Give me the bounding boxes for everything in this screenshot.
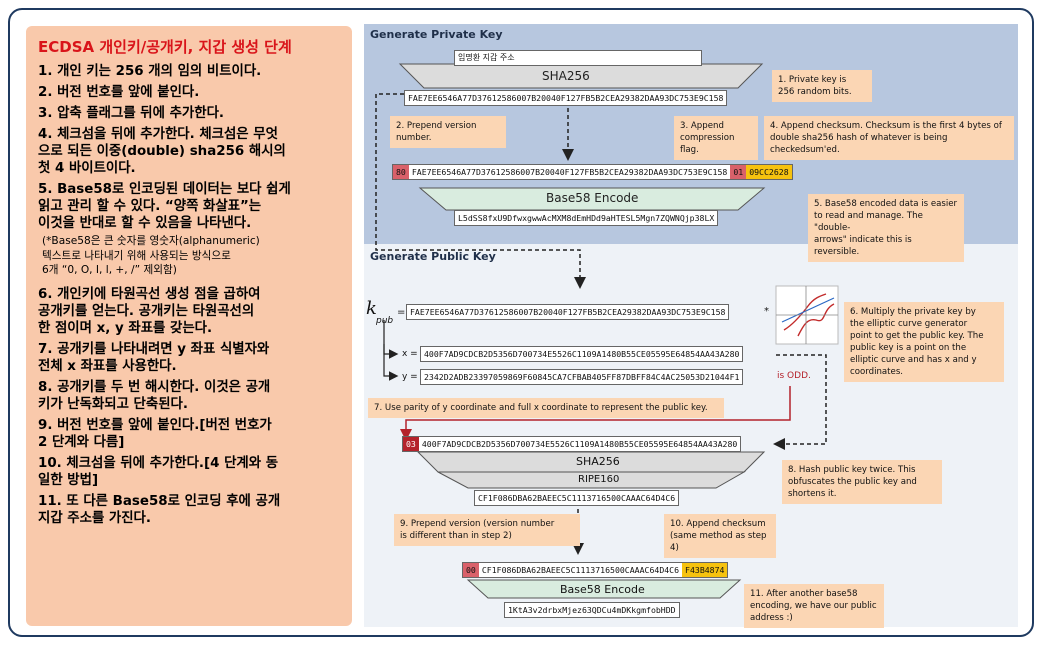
checksum: 09CC2628 bbox=[746, 164, 793, 180]
step-6: 6. 개인키에 타원곡선 생성 점을 곱하여 공개키를 얻는다. 공개키는 타원… bbox=[38, 286, 261, 336]
step-9: 9. 버전 번호를 앞에 붙인다.[버전 번호가 2 단계와 다름] bbox=[38, 417, 272, 450]
ripe160-funnel bbox=[437, 471, 746, 489]
ripe160-label: RIPE160 bbox=[578, 474, 620, 485]
elliptic-curve-icon bbox=[783, 293, 835, 337]
annotation-11: 11. After another base58 encoding, we ha… bbox=[744, 584, 884, 628]
prefixed-hash-row: 00 CF1F086DBA62BAEEC5C1113716500CAAAC64D… bbox=[462, 562, 729, 578]
x-to-prefix-line bbox=[773, 354, 827, 450]
annotation-4: 4. Append checksum. Checksum is the firs… bbox=[764, 116, 1014, 160]
step-4: 4. 체크섬을 뒤에 추가한다. 체크섬은 무엇 으로 되든 이중(double… bbox=[38, 127, 286, 176]
annotation-7: 7. Use parity of y coordinate and full x… bbox=[368, 398, 724, 418]
private-key-hex: FAE7EE6546A77D37612586007B20040F127FB5B2… bbox=[404, 90, 728, 106]
key-generation-diagram: Generate Private Key 임명환 지갑 주소 SHA256 FA… bbox=[364, 24, 1018, 628]
parity-arrow bbox=[400, 386, 791, 441]
compression-flag: 01 bbox=[730, 164, 747, 180]
panel-title: ECDSA 개인키/공개키, 지갑 생성 단계 bbox=[38, 38, 292, 56]
annotation-9: 9. Prepend version (version number is di… bbox=[394, 514, 580, 546]
compressed-x: 400F7AD9CDCB2D5356D700734E5526C1109A1480… bbox=[418, 436, 742, 452]
annotation-5: 5. Base58 encoded data is easier to read… bbox=[808, 194, 964, 262]
base58-note: (*Base58은 큰 숫자를 영숫자(alphanumeric) 텍스트로 나… bbox=[42, 235, 260, 276]
diagram-shapes bbox=[375, 63, 839, 599]
annotation-2: 2. Prepend version number. bbox=[390, 116, 506, 148]
step-11: 11. 또 다른 Base58로 인코딩 후에 공개 지갑 주소를 가진다. bbox=[38, 493, 281, 526]
step-8: 8. 공개키를 두 번 해시한다. 이것은 공개 키가 난독화되고 단축된다. bbox=[38, 379, 271, 412]
x-coordinate: 400F7AD9CDCB2D5356D700734E5526C1109A1480… bbox=[420, 346, 744, 362]
base58-funnel bbox=[418, 187, 766, 211]
annotation-8: 8. Hash public key twice. This obfuscate… bbox=[782, 460, 942, 504]
pk-to-kpub-line bbox=[375, 93, 586, 289]
compressed-pubkey-row: 03 400F7AD9CDCB2D5356D700734E5526C1109A1… bbox=[402, 436, 742, 452]
y-label: y = bbox=[402, 372, 418, 382]
x-label: x = bbox=[402, 349, 418, 359]
prefixed-private-key: FAE7EE6546A77D37612586007B20040F127FB5B2… bbox=[408, 164, 731, 180]
sha256-label: SHA256 bbox=[542, 69, 590, 83]
odd-label: is ODD. bbox=[777, 371, 811, 381]
public-address: 1KtA3v2drbxMjez63QDCu4mDKkgmfobHDD bbox=[504, 602, 680, 618]
step-5: 5. Base58로 인코딩된 데이터는 보다 쉽게 읽고 관리 할 수 있다.… bbox=[38, 182, 291, 231]
prefix-03: 03 bbox=[402, 436, 419, 452]
pub-base58-funnel bbox=[466, 579, 742, 599]
wallet-label: 임명환 지갑 주소 bbox=[454, 50, 702, 66]
annotation-3: 3. Append compression flag. bbox=[674, 116, 758, 160]
version-prefix: 80 bbox=[392, 164, 409, 180]
kpub-private-key: FAE7EE6546A77D37612586007B20040F127FB5B2… bbox=[406, 304, 730, 320]
multiply-sign: * bbox=[764, 306, 769, 317]
pub-sha256-label: SHA256 bbox=[576, 455, 620, 468]
step-3: 3. 압축 플래그를 뒤에 추가한다. bbox=[38, 106, 224, 121]
outer-frame bbox=[8, 8, 1034, 637]
hash160-output: CF1F086DBA62BAEEC5C1113716500CAAAC64D4C6 bbox=[474, 490, 680, 506]
checksum-2: F43B4874 bbox=[682, 562, 729, 578]
k-subscript: pub bbox=[376, 316, 394, 326]
y-coordinate: 2342D2ADB23397059869F60845CA7CFBAB405FF8… bbox=[420, 369, 744, 385]
tangent-line bbox=[781, 297, 835, 323]
annotation-6: 6. Multiply the private key by the ellip… bbox=[844, 302, 1004, 382]
step-10: 10. 체크섬을 뒤에 추가한다.[4 단계와 동 일한 방법] bbox=[38, 455, 279, 488]
prefixed-hash160: CF1F086DBA62BAEEC5C1113716500CAAAC64D4C6 bbox=[478, 562, 683, 578]
public-section-title: Generate Public Key bbox=[370, 250, 496, 263]
kpub-bracket-y bbox=[383, 344, 399, 381]
equals-sign: = bbox=[397, 307, 406, 318]
k-symbol: k bbox=[366, 298, 377, 319]
korean-steps-panel: ECDSA 개인키/공개키, 지갑 생성 단계 1. 개인 키는 256 개의 … bbox=[26, 26, 352, 626]
wif-output: L5dSS8fxU9DfwxgwwAcMXM8dEmHDd9aHTESL5Mgn… bbox=[454, 210, 719, 226]
annotation-10: 10. Append checksum (same method as step… bbox=[664, 514, 776, 558]
annotation-1: 1. Private key is 256 random bits. bbox=[772, 70, 872, 102]
prefix-00: 00 bbox=[462, 562, 479, 578]
step-1: 1. 개인 키는 256 개의 임의 비트이다. bbox=[38, 64, 262, 79]
pub-base58-label: Base58 Encode bbox=[560, 583, 645, 596]
base58-label: Base58 Encode bbox=[546, 191, 639, 205]
step-2: 2. 버전 번호를 앞에 붙인다. bbox=[38, 85, 200, 100]
step-7: 7. 공개키를 나타내려면 y 좌표 식별자와 전체 x 좌표를 사용한다. bbox=[38, 341, 270, 374]
private-section-title: Generate Private Key bbox=[370, 28, 503, 41]
prefixed-key-row: 80 FAE7EE6546A77D37612586007B20040F127FB… bbox=[392, 164, 793, 180]
